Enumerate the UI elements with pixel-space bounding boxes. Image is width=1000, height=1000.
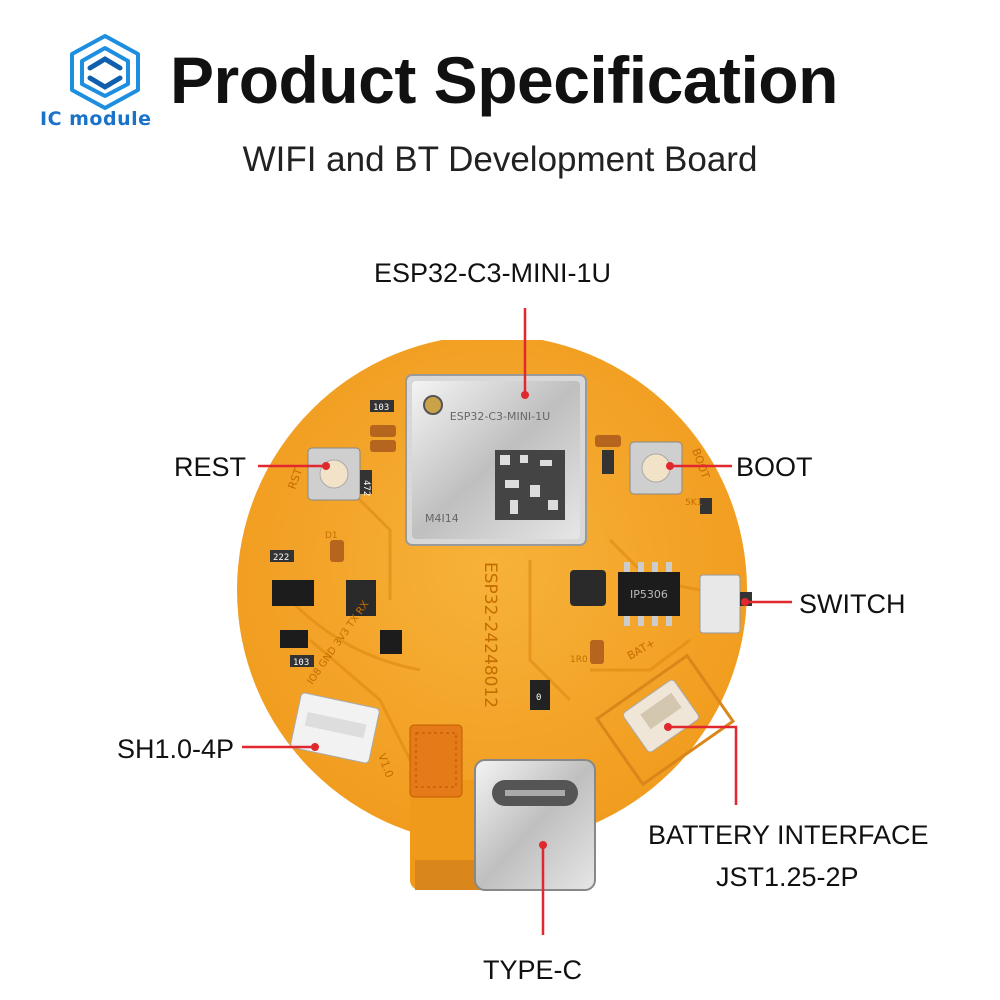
callout-boot-label: BOOT <box>736 452 813 482</box>
callout-battery-label: BATTERY INTERFACE <box>648 820 929 850</box>
typec-connector-component <box>474 759 596 891</box>
module-silkscreen: ESP32-C3-MINI-1U <box>450 410 550 423</box>
module-mark: M4I14 <box>425 512 459 525</box>
ip5306-chip: IP5306 <box>618 562 680 626</box>
page-subtitle: WIFI and BT Development Board <box>242 140 758 179</box>
ic-module-logo-icon <box>70 34 140 110</box>
svg-text:103: 103 <box>373 403 389 413</box>
callout-typec-label: TYPE-C <box>483 955 583 985</box>
page-title: Product Specification <box>170 43 838 117</box>
svg-text:D1: D1 <box>325 531 338 541</box>
svg-text:0: 0 <box>536 693 541 703</box>
svg-text:IP5306: IP5306 <box>630 588 668 601</box>
callout-battery-type-label: JST1.25-2P <box>716 862 859 892</box>
callout-switch-label: SWITCH <box>799 589 906 619</box>
logo-text: IC module <box>40 108 152 130</box>
svg-text:1R0: 1R0 <box>570 655 588 665</box>
callout-sh-connector-label: SH1.0-4P <box>117 734 235 764</box>
svg-text:472: 472 <box>361 480 371 496</box>
dev-board-illustration: ESP32-C3-MINI-1U M4I14 RST BOOT 103 222 … <box>237 340 752 891</box>
esp32-module: ESP32-C3-MINI-1U M4I14 <box>405 374 587 546</box>
svg-text:ESP32-24248012: ESP32-24248012 <box>480 562 500 708</box>
svg-text:222: 222 <box>273 553 289 563</box>
callout-rest-label: REST <box>174 452 247 482</box>
svg-text:5K1: 5K1 <box>685 498 702 508</box>
svg-text:103: 103 <box>293 658 309 668</box>
callout-module-label: ESP32-C3-MINI-1U <box>374 258 612 288</box>
